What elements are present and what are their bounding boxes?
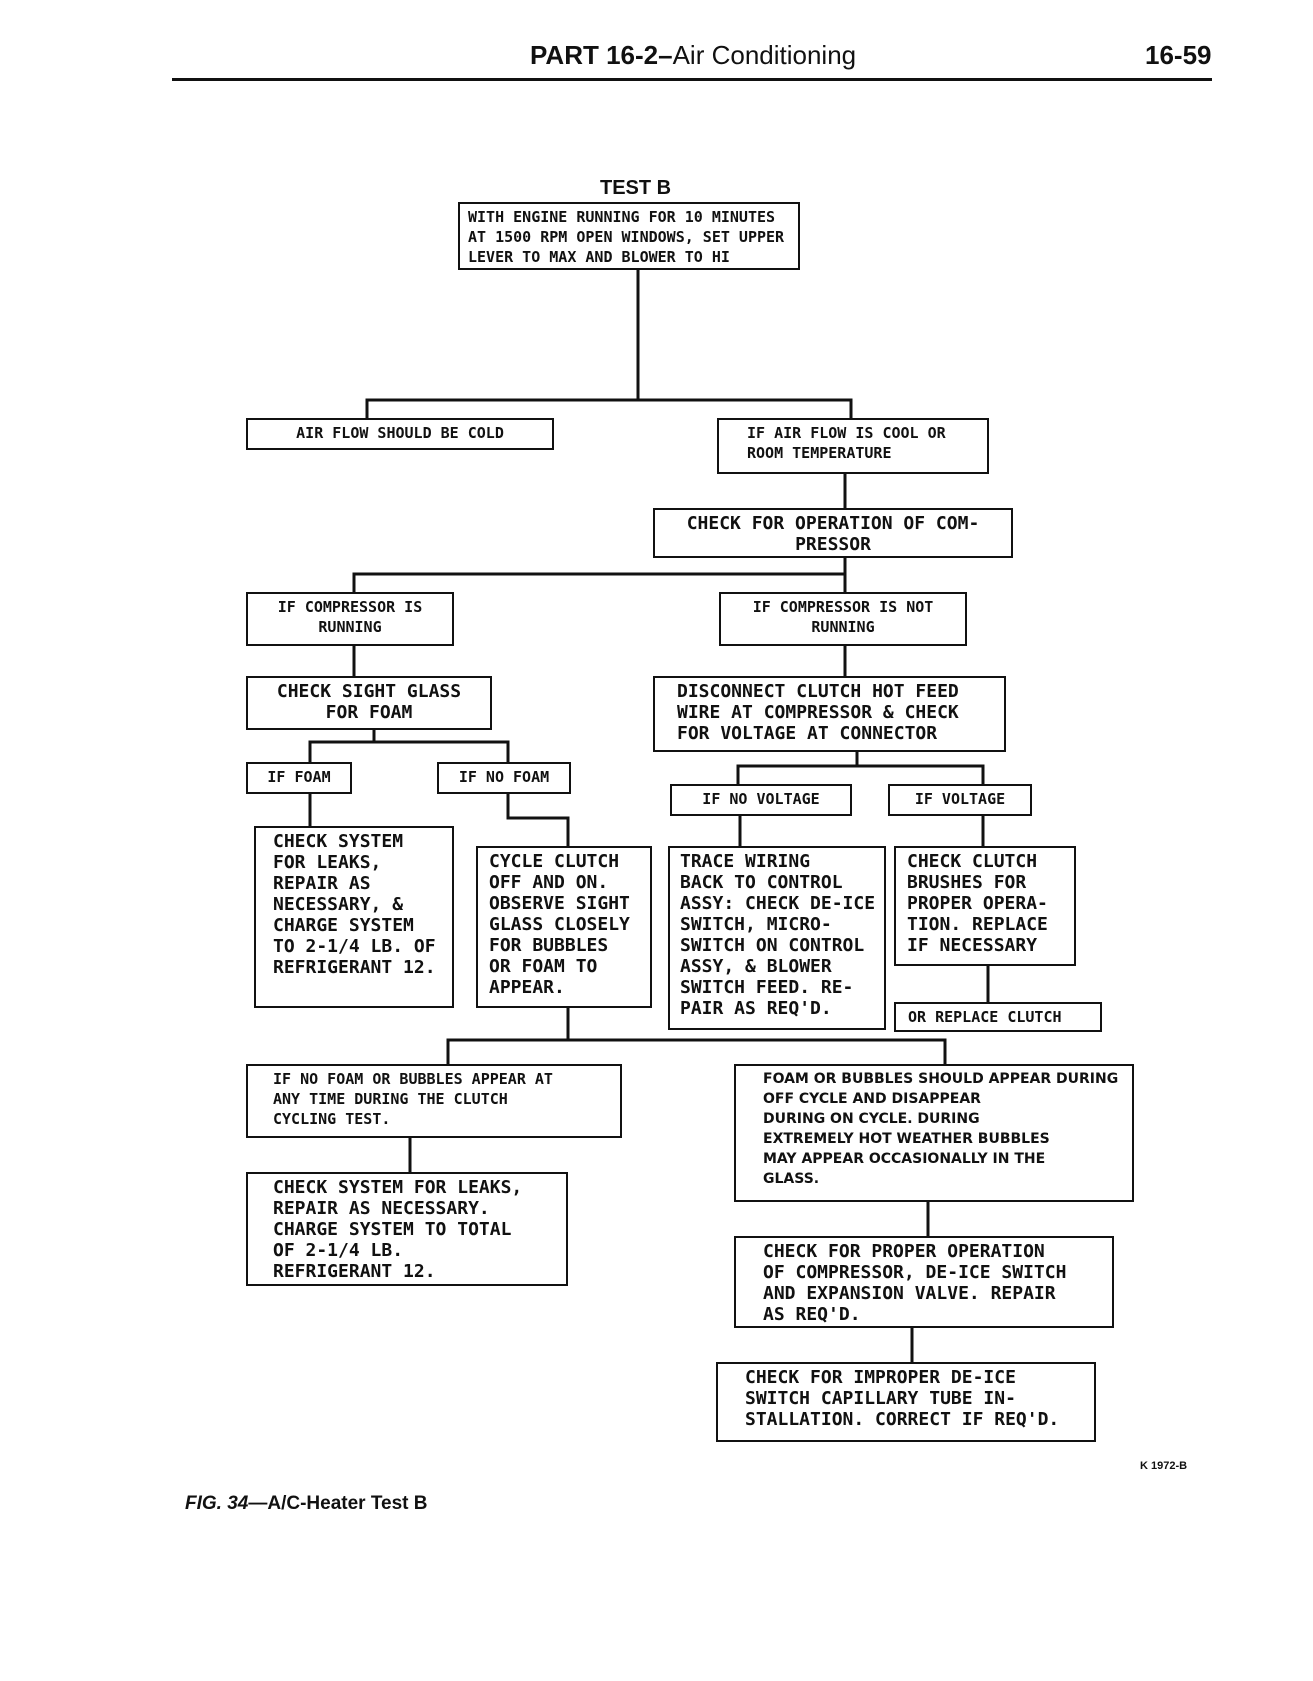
- node-if-no-voltage: IF NO VOLTAGE: [670, 784, 852, 816]
- section-title: Air Conditioning: [672, 40, 857, 70]
- node-air-flow-cold: AIR FLOW SHOULD BE COLD: [246, 418, 554, 450]
- node-replace-clutch: OR REPLACE CLUTCH: [894, 1002, 1102, 1032]
- node-no-foam-any-time: IF NO FOAM OR BUBBLES APPEAR AT ANY TIME…: [246, 1064, 622, 1138]
- node-cycle-clutch: CYCLE CLUTCH OFF AND ON. OBSERVE SIGHT G…: [476, 846, 652, 1008]
- figure-title: A/C-Heater Test B: [267, 1493, 428, 1514]
- node-check-compressor: CHECK FOR OPERATION OF COM- PRESSOR: [653, 508, 1013, 558]
- node-start: WITH ENGINE RUNNING FOR 10 MINUTES AT 15…: [458, 202, 800, 270]
- page-header-title: PART 16-2–Air Conditioning: [530, 40, 856, 71]
- node-check-sight-glass: CHECK SIGHT GLASS FOR FOAM: [246, 676, 492, 730]
- node-trace-wiring: TRACE WIRING BACK TO CONTROL ASSY: CHECK…: [668, 846, 886, 1030]
- part-number: PART 16-2: [530, 40, 659, 70]
- caption-dash: —: [248, 1493, 268, 1514]
- connector-no-foam: [506, 794, 570, 846]
- figure-number: FIG. 34: [185, 1493, 249, 1514]
- node-foam-should-appear: FOAM OR BUBBLES SHOULD APPEAR DURING OFF…: [734, 1064, 1134, 1202]
- connector-split-1: [365, 398, 853, 418]
- node-air-flow-cool: IF AIR FLOW IS COOL OR ROOM TEMPERATURE: [717, 418, 989, 474]
- node-compressor-not-running: IF COMPRESSOR IS NOT RUNNING: [719, 592, 967, 646]
- figure-code: K 1972-B: [1140, 1460, 1188, 1472]
- connector-split-4: [736, 764, 985, 784]
- node-check-proper-operation: CHECK FOR PROPER OPERATION OF COMPRESSOR…: [734, 1236, 1114, 1328]
- node-disconnect-clutch-feed: DISCONNECT CLUTCH HOT FEED WIRE AT COMPR…: [653, 676, 1006, 752]
- node-compressor-running: IF COMPRESSOR IS RUNNING: [246, 592, 454, 646]
- test-label: TEST B: [600, 177, 672, 199]
- page-number: 16-59: [1145, 40, 1212, 70]
- header-dash: –: [658, 40, 673, 70]
- node-if-voltage: IF VOLTAGE: [888, 784, 1032, 816]
- connector-split-3: [308, 740, 510, 762]
- node-check-leaks-1: CHECK SYSTEM FOR LEAKS, REPAIR AS NECESS…: [254, 826, 454, 1008]
- connector-split-5: [446, 1038, 947, 1064]
- node-check-leaks-2: CHECK SYSTEM FOR LEAKS, REPAIR AS NECESS…: [246, 1172, 568, 1286]
- node-if-no-foam: IF NO FOAM: [437, 762, 571, 794]
- node-check-clutch-brushes: CHECK CLUTCH BRUSHES FOR PROPER OPERA- T…: [894, 846, 1076, 966]
- node-check-deice-installation: CHECK FOR IMPROPER DE-ICE SWITCH CAPILLA…: [716, 1362, 1096, 1442]
- figure-caption: FIG. 34—A/C-Heater Test B: [185, 1493, 428, 1515]
- connector-split-2: [352, 572, 847, 592]
- header-rule: [172, 78, 1212, 81]
- node-if-foam: IF FOAM: [246, 762, 352, 794]
